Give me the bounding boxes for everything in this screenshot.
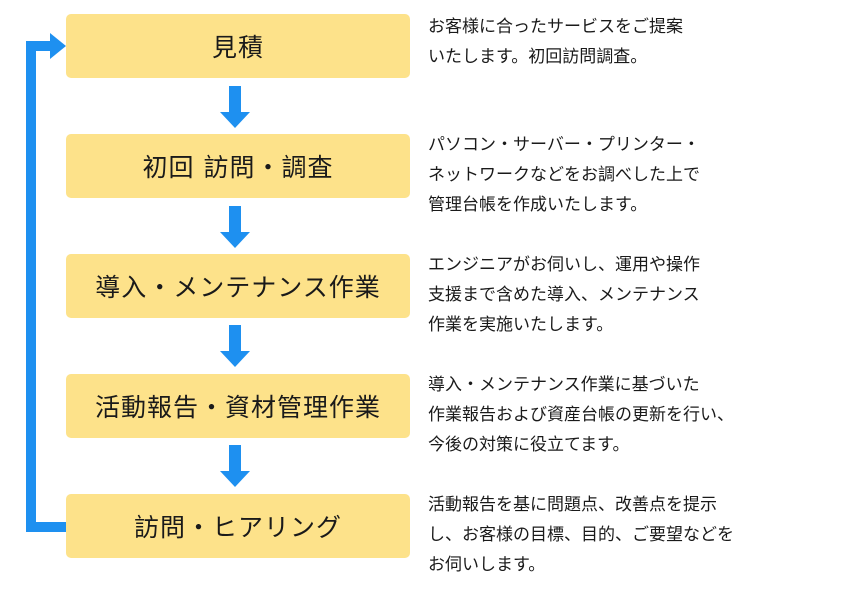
down-arrow-4	[220, 445, 250, 487]
down-arrow-3	[220, 325, 250, 367]
description-line: エンジニアがお伺いし、運用や操作	[428, 255, 700, 275]
description-line: 今後の対策に役立てます。	[428, 435, 630, 455]
step-initial-visit-survey: 初回 訪問・調査	[66, 134, 410, 198]
description-line: いたします。初回訪問調査。	[428, 47, 648, 67]
description-line: 管理台帳を作成いたします。	[428, 195, 648, 215]
step-installation-maintenance-description: エンジニアがお伺いし、運用や操作 支援まで含めた導入、メンテナンス 作業を実施い…	[428, 250, 838, 340]
step-activity-report-description: 導入・メンテナンス作業に基づいた 作業報告および資産台帳の更新を行い、 今後の対…	[428, 370, 838, 460]
loop-back-arrow-head	[50, 33, 66, 59]
description-line: 支援まで含めた導入、メンテナンス	[428, 285, 700, 305]
down-arrow-2	[220, 206, 250, 248]
description-line: 活動報告を基に問題点、改善点を提示	[428, 495, 717, 515]
step-initial-visit-survey-description: パソコン・サーバー・プリンター・ ネットワークなどをお調べした上で 管理台帳を作…	[428, 130, 838, 220]
description-line: 導入・メンテナンス作業に基づいた	[428, 375, 700, 395]
step-estimate: 見積	[66, 14, 410, 78]
down-arrow-1	[220, 86, 250, 128]
step-estimate-description: お客様に合ったサービスをご提案 いたします。初回訪問調査。	[428, 12, 838, 72]
loop-back-arrow-line	[26, 41, 66, 532]
description-line: パソコン・サーバー・プリンター・	[428, 135, 700, 155]
step-installation-maintenance: 導入・メンテナンス作業	[66, 254, 410, 318]
description-line: お客様に合ったサービスをご提案	[428, 17, 683, 37]
description-line: ネットワークなどをお調べした上で	[428, 165, 700, 185]
description-line: 作業を実施いたします。	[428, 315, 614, 335]
description-line: お伺いします。	[428, 555, 546, 575]
step-visit-hearing-description: 活動報告を基に問題点、改善点を提示 し、お客様の目標、目的、ご要望などを お伺い…	[428, 490, 838, 580]
step-visit-hearing: 訪問・ヒアリング	[66, 494, 410, 558]
step-activity-report: 活動報告・資材管理作業	[66, 374, 410, 438]
description-line: し、お客様の目標、目的、ご要望などを	[428, 525, 734, 545]
description-line: 作業報告および資産台帳の更新を行い、	[428, 405, 734, 425]
